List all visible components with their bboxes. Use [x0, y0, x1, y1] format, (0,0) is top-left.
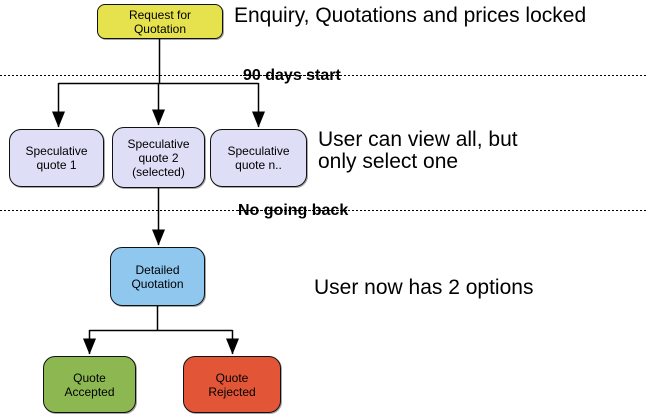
phase-label-90-days-start: 90 days start — [243, 67, 341, 84]
node-quote-accepted: Quote Accepted — [43, 356, 136, 413]
node-label: Quote Rejected — [208, 370, 256, 399]
node-label: Detailed Quotation — [131, 262, 184, 291]
node-detailed-quotation: Detailed Quotation — [110, 247, 205, 306]
node-label: Quote Accepted — [64, 370, 115, 399]
node-speculative-quote-1: Speculative quote 1 — [9, 129, 104, 187]
annotation-user-can-view: User can view all, but only select one — [318, 129, 518, 173]
annotation-line-2: only select one — [318, 150, 459, 173]
phase-label-no-going-back: No going back — [238, 202, 349, 219]
annotation-enquiry: Enquiry, Quotations and prices locked — [234, 4, 587, 27]
node-speculative-quote-2-selected: Speculative quote 2 (selected) — [112, 127, 205, 188]
node-label: Request for Quotation — [128, 7, 192, 36]
annotation-two-options: User now has 2 options — [314, 276, 534, 299]
node-quote-rejected: Quote Rejected — [183, 356, 281, 413]
node-label: Speculative quote n.. — [227, 144, 290, 172]
annotation-line-1: User can view all, but — [318, 128, 518, 151]
node-label: Speculative quote 2 (selected) — [127, 136, 190, 179]
node-speculative-quote-n: Speculative quote n.. — [210, 129, 307, 187]
node-request-for-quotation: Request for Quotation — [97, 4, 223, 39]
node-label: Speculative quote 1 — [25, 144, 88, 172]
